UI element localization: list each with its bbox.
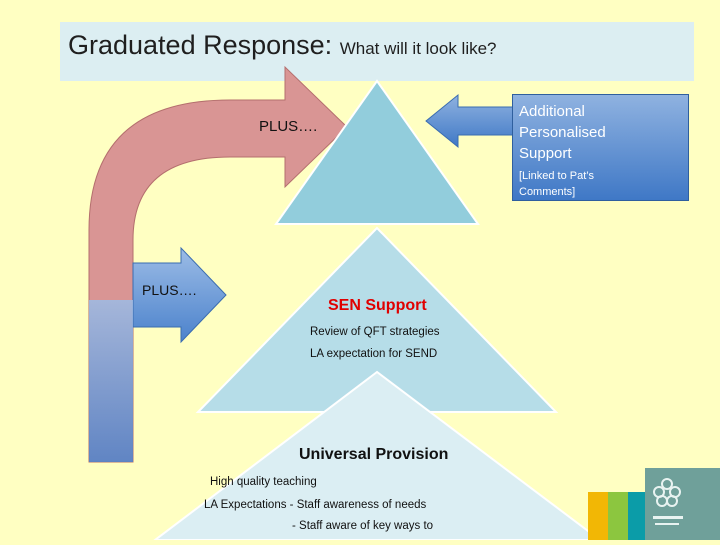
triangle-additional-support (274, 79, 480, 225)
title-subtitle: What will it look like? (339, 39, 497, 58)
additional-subtitle-line-2: Comments] (519, 186, 576, 198)
additional-title-line-1: Additional (519, 103, 585, 120)
universal-provision-title: Universal Provision (299, 446, 449, 463)
additional-support-box: Additional Personalised Support [Linked … (512, 94, 689, 201)
right-blue-arrow (425, 93, 514, 149)
triangle-universal-provision (153, 370, 602, 540)
additional-subtitle-line-1: [Linked to Pat’s (519, 170, 595, 182)
red-arrow-blue-tail (89, 300, 133, 462)
logo-color-strip (588, 492, 648, 540)
additional-title-line-2: Personalised (519, 124, 606, 141)
logo-stripe (608, 492, 628, 540)
flower-logo-icon (653, 478, 683, 525)
curved-red-arrow (88, 65, 348, 463)
plus-label-left: PLUS…. (142, 282, 197, 298)
logo-stripe (628, 492, 648, 540)
sen-support-title: SEN Support (328, 297, 427, 314)
council-logo-mark (645, 468, 720, 540)
page-title: Graduated Response: What will it look li… (68, 30, 497, 61)
universal-line-3: - Staff aware of key ways to (292, 520, 434, 532)
title-bar: Graduated Response: What will it look li… (60, 22, 694, 81)
sen-support-line-2: LA expectation for SEND (310, 348, 438, 360)
additional-title-line-3: Support (519, 145, 572, 162)
universal-line-2: LA Expectations - Staff awareness of nee… (204, 499, 427, 511)
logo-stripe (588, 492, 608, 540)
title-main-text: Graduated Response: (68, 30, 340, 60)
universal-line-1: High quality teaching (210, 476, 317, 488)
left-blue-arrow (132, 246, 227, 344)
sen-support-line-1: Review of QFT strategies (310, 326, 440, 338)
plus-label-top: PLUS…. (259, 118, 318, 135)
